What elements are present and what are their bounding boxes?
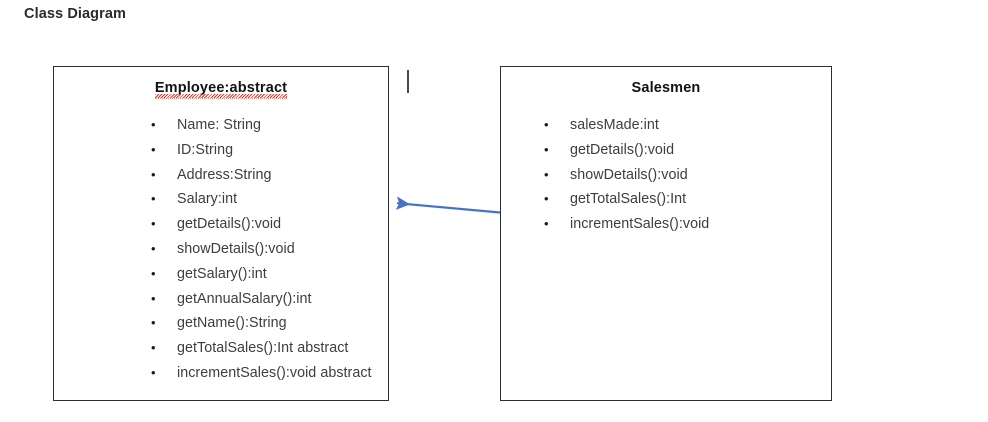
member-list-employee: • Name: String • ID:String • Address:String… (54, 113, 388, 386)
bullet-icon: • (151, 364, 156, 380)
class-title-employee: Employee:abstract (54, 80, 388, 99)
member-label: getAnnualSalary():int (177, 290, 312, 307)
member-label: getDetails():void (570, 141, 675, 158)
member-item: • Name: String (151, 113, 388, 138)
member-label: showDetails():void (177, 240, 295, 257)
member-item: • getDetails():void (151, 212, 388, 237)
member-label: getTotalSales():Int (570, 191, 687, 208)
bullet-icon: • (151, 216, 156, 232)
bullet-icon: • (544, 117, 549, 132)
bullet-icon: • (151, 166, 156, 182)
member-list-salesmen: • salesMade:int • getDetails():void • showD… (501, 113, 831, 237)
bullet-icon: • (151, 265, 156, 281)
bullet-icon: • (151, 290, 156, 306)
class-box-employee[interactable]: Employee:abstract • Name: String • ID:Stri… (53, 66, 389, 401)
member-label: getTotalSales():Int abstract (177, 340, 349, 357)
member-item: • getTotalSales():Int (544, 187, 831, 212)
member-label: Salary:int (177, 191, 238, 208)
bullet-icon: • (544, 141, 549, 157)
bullet-icon: • (544, 216, 549, 232)
member-item: • Address:String (151, 163, 388, 188)
member-item: • showDetails():void (544, 163, 831, 188)
member-label: salesMade:int (570, 117, 659, 133)
bullet-icon: • (544, 191, 549, 207)
member-item: • getName():String (151, 311, 388, 336)
inheritance-arrow-icon[interactable] (388, 192, 504, 222)
bullet-icon: • (544, 166, 549, 182)
class-title-salesmen-text: Salesmen (631, 80, 701, 96)
member-label: incrementSales():void (570, 216, 710, 233)
member-label: Name: String (177, 117, 262, 133)
bullet-icon: • (151, 315, 156, 331)
member-item: • Salary:int (151, 187, 388, 212)
text-caret (407, 70, 409, 93)
member-item: • salesMade:int (544, 113, 831, 138)
bullet-icon: • (151, 240, 156, 256)
member-item: • getAnnualSalary():int (151, 287, 388, 312)
member-item: • getSalary():int (151, 262, 388, 287)
member-label: getSalary():int (177, 265, 267, 282)
member-item: • showDetails():void (151, 237, 388, 262)
member-label: getName():String (177, 315, 287, 332)
member-item: • incrementSales():void (544, 212, 831, 237)
member-item: • ID:String (151, 138, 388, 163)
member-label: showDetails():void (570, 166, 688, 183)
member-label: incrementSales():void abstract (177, 364, 372, 381)
member-item: • getDetails():void (544, 138, 831, 163)
bullet-icon: • (151, 191, 156, 207)
bullet-icon: • (151, 117, 156, 132)
class-title-employee-text: Employee:abstract (154, 80, 288, 99)
member-label: ID:String (177, 141, 234, 158)
page-title: Class Diagram (24, 6, 127, 22)
bullet-icon: • (151, 141, 156, 157)
bullet-icon: • (151, 340, 156, 356)
class-title-salesmen: Salesmen (501, 80, 831, 96)
member-item: • getTotalSales():Int abstract (151, 336, 388, 361)
class-box-salesmen[interactable]: Salesmen • salesMade:int • getDetails():vo… (500, 66, 832, 401)
member-label: Address:String (177, 166, 272, 183)
member-item: • incrementSales():void abstract (151, 361, 388, 386)
member-label: getDetails():void (177, 216, 282, 233)
